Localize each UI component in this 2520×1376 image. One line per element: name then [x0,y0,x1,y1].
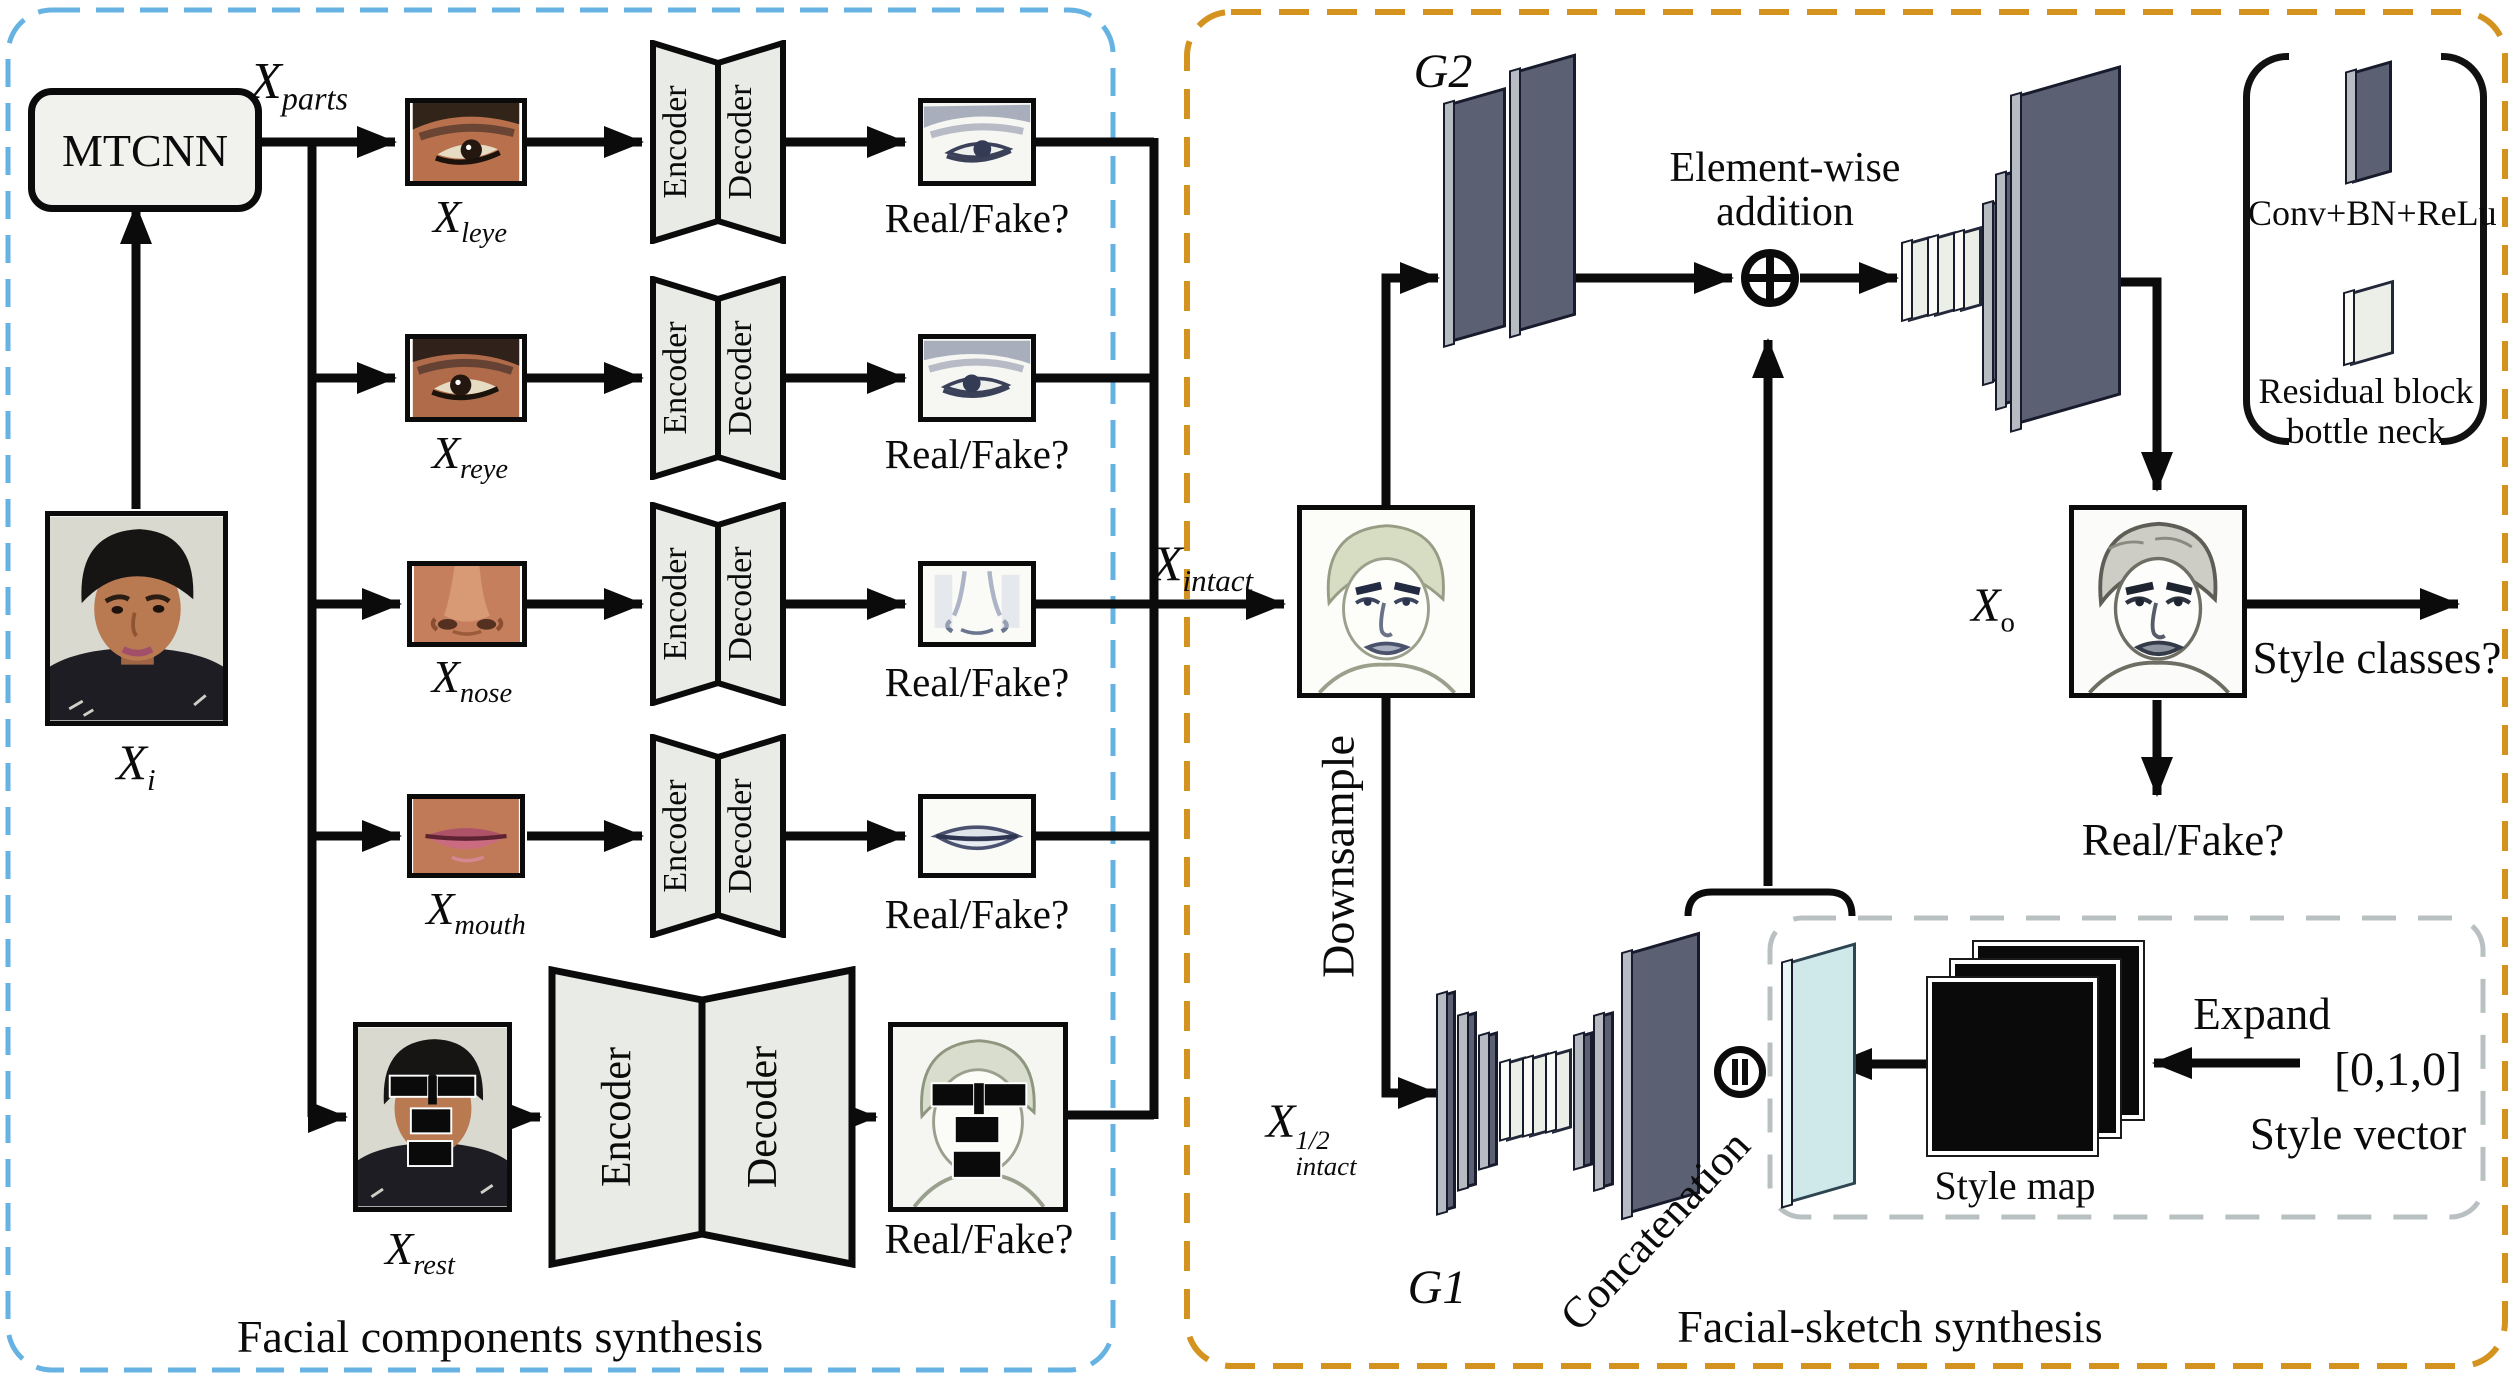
right-panel-border [1184,9,2508,1369]
verdict-label-3: Real/Fake? [884,659,1070,705]
left-panel-border [5,7,1116,1373]
style-map-layer-1 [1926,976,2099,1157]
decoder-label-4: Decoder [722,778,759,894]
legend-residual-label: Residual block bottle neck [2258,371,2474,451]
encoder-label-2: Encoder [657,321,694,435]
style-vector-value: [0,1,0] [2334,1043,2462,1096]
decoder-label-5: Decoder [740,1046,786,1188]
part-label-leye: Xleye [432,191,507,250]
verdict-label-1: Real/Fake? [884,195,1070,241]
style-map-label: Style map [1934,1163,2096,1208]
xo-sketch-image [2074,510,2242,693]
verdict-label-4: Real/Fake? [884,891,1070,937]
sketch-output-mouth [918,794,1036,878]
input-photo-label: Xi [116,734,156,797]
left-panel-caption: Facial components synthesis [236,1311,764,1362]
encoder-decoder-1: Encoder Decoder [650,40,786,244]
mtcnn-label: MTCNN [61,124,229,176]
g1-conv-slab-3 [1485,1031,1498,1169]
legend-conv-label: Conv+BN+ReLu [2248,193,2497,233]
nose-photo-image [413,566,521,642]
part-image-nose [407,561,527,647]
elementwise-addition-label: Element-wise addition [1669,145,1901,236]
mouth-sketch-image [924,799,1030,873]
style-module-border [1767,915,2486,1220]
g1-conv-slab-5 [1600,1010,1614,1190]
part-image-rest [353,1022,512,1212]
leye-sketch-image [923,103,1031,181]
nose-sketch-image [923,566,1031,642]
part-label-reye: Xreye [431,427,509,486]
g1-conv-slab-2 [1464,1011,1477,1189]
intact-label: Xintact [1152,535,1254,598]
style-vector-label: Style vector [2249,1109,2467,1159]
legend-residual-icon [2350,279,2394,367]
part-image-leye [405,98,527,186]
part-label-rest: Xrest [385,1223,455,1282]
encoder-label-1: Encoder [657,85,694,199]
g1-conv-slab-1 [1443,990,1456,1212]
part-label-nose: Xnose [431,651,513,710]
xi-photo-image [50,516,223,721]
wire-downsample-to-g1 [1381,698,1438,1109]
element-wise-addition-icon [1741,249,1799,307]
reye-photo-image [412,339,520,417]
sketch-output-rest [888,1022,1068,1212]
g1-conv-slab-4 [1580,1031,1593,1169]
intact-sketch [1297,505,1475,698]
parts-label: Xparts [250,53,349,117]
g1-residual-block-3 [1552,1048,1572,1134]
sketch-output-leye [918,98,1036,186]
decoder-label-2: Decoder [722,320,759,436]
concat-group-brace [1684,888,1856,917]
output-conv-plane [2017,65,2121,425]
mtcnn-box: MTCNN [28,88,262,212]
decoder-label-3: Decoder [722,546,759,662]
residual-block-3 [1960,225,1982,313]
right-panel-caption: Facial-sketch synthesis [1677,1301,2103,1352]
part-image-reye [405,334,527,422]
g2-label: G2 [1413,45,1473,98]
encoder-decoder-4: Encoder Decoder [650,734,786,938]
rest-photo-image [358,1027,507,1207]
verdict-label-2: Real/Fake? [884,431,1070,477]
encoder-decoder-2: Encoder Decoder [650,276,786,480]
output-verdict-label: Real/Fake? [2081,815,2285,865]
concatenation-icon [1714,1046,1766,1098]
part-image-mouth [407,794,525,878]
input-photo [45,511,228,726]
legend-conv-icon [2352,60,2392,184]
leye-photo-image [412,103,520,181]
encoder-decoder-5: Encoder Decoder [548,966,856,1268]
reye-sketch-image [923,339,1031,417]
style-feature-plane [1788,942,1856,1204]
sketch-output-reye [918,334,1036,422]
output-label: Xo [1971,579,2015,639]
encoder-label-4: Encoder [657,779,694,893]
sketch-output-nose [918,561,1036,647]
expand-label: Expand [2193,989,2331,1039]
style-classes-label: Style classes? [2252,633,2502,683]
g1-label: G1 [1407,1261,1467,1314]
wire-xintact-to-g2 [1381,262,1440,505]
encoder-label-3: Encoder [657,547,694,661]
downsample-label: Downsample [1312,735,1364,978]
rest-sketch-image [893,1027,1063,1207]
verdict-label-5: Real/Fake? [884,1217,1074,1263]
g2-conv-slab-1 [1450,86,1506,344]
g2-conv-slab-2 [1516,53,1576,333]
output-sketch [2069,505,2247,698]
xintact-sketch-image [1302,510,1470,693]
encoder-decoder-3: Encoder Decoder [650,502,786,706]
decoder-label-1: Decoder [722,84,759,200]
encoder-label-5: Encoder [594,1047,640,1187]
part-label-mouth: Xmouth [426,883,526,942]
mouth-photo-image [413,799,519,873]
